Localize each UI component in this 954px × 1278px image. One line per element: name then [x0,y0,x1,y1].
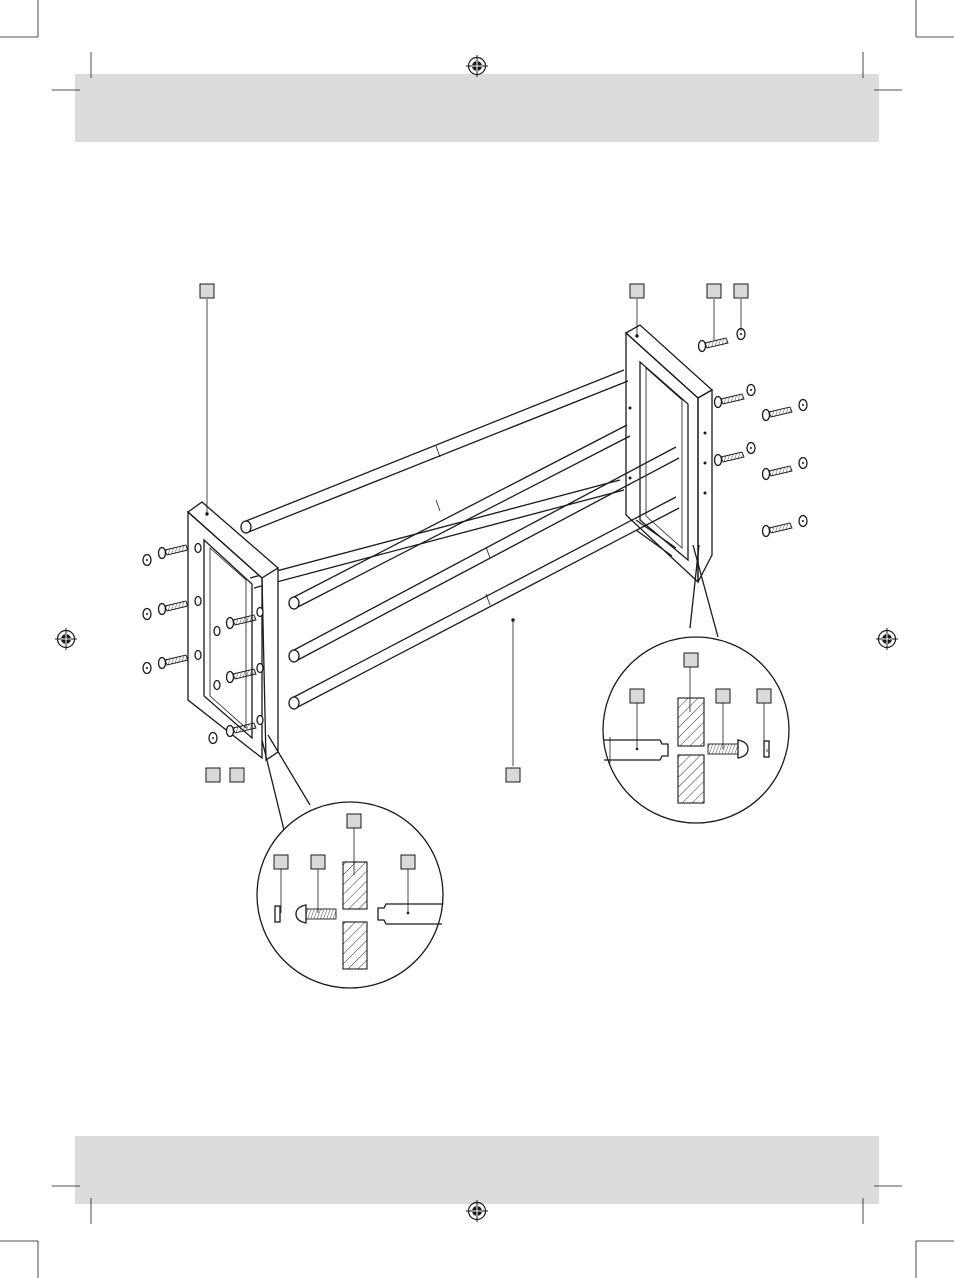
callout-label [310,854,326,870]
screw-icon [157,544,189,560]
screw-icon [761,522,793,538]
end-frame-right [624,324,714,584]
detail-view-right [602,544,790,824]
screw-icon [761,406,793,422]
cap-icon [746,383,756,397]
callout-label [706,283,722,299]
rod [240,369,629,534]
screw-icon [713,451,745,467]
footer-band [75,1136,879,1204]
detail-view-left [256,734,444,989]
callout-label [346,813,362,829]
rod [249,479,625,589]
callout-label [205,767,221,783]
registration-mark-icon [465,54,489,78]
header-band [75,74,879,142]
screw-icon [713,393,745,409]
callout-label [199,283,215,299]
callout-label [715,688,731,704]
screw-icon [157,600,189,616]
callout-label [505,767,521,783]
screw-icon [697,337,729,353]
rods [240,369,680,710]
screw-icon [157,654,189,670]
screw-icon [761,465,793,481]
cap-icon [142,553,152,567]
callout-label [683,652,699,668]
cap-icon [746,441,756,455]
callout-labels [199,283,749,783]
screws-right [697,327,808,538]
screws-left [142,544,257,745]
registration-mark-icon [875,627,899,651]
callout-label [629,688,645,704]
registration-mark-icon [465,1199,489,1223]
cap-icon [142,607,152,621]
rod [288,446,680,663]
callout-label [400,854,416,870]
cap-icon [798,456,808,470]
cap-icon [142,661,152,675]
callout-label [733,283,749,299]
rod [288,496,680,710]
cap-icon [208,731,218,745]
callout-label [229,767,245,783]
rod [288,424,631,610]
registration-mark-icon [54,627,78,651]
callout-label [756,688,772,704]
leader-lines [205,299,742,766]
end-frame-left [186,501,280,762]
callout-label [629,283,645,299]
cap-icon [798,398,808,412]
callout-label [273,854,289,870]
cap-icon [798,514,808,528]
